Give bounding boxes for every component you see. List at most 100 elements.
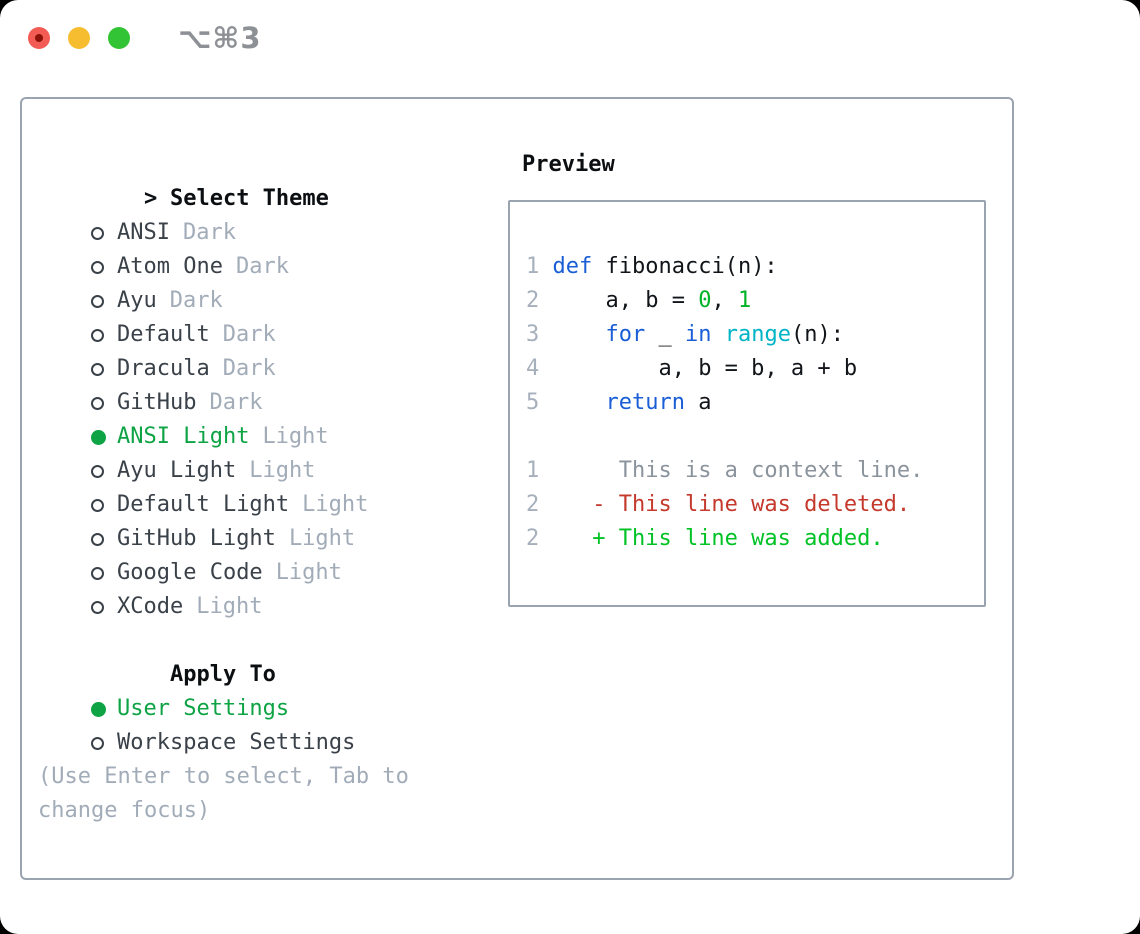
- code-line: 4 a, b = b, a + b: [526, 352, 984, 386]
- theme-option-variant: Dark: [222, 356, 276, 381]
- theme-option[interactable]: Ayu Light Light: [38, 420, 409, 483]
- theme-option-label: Ayu: [116, 288, 157, 313]
- theme-option-label: Atom One: [116, 254, 223, 279]
- cursor-marker: >: [143, 186, 158, 211]
- code-token: in: [684, 322, 712, 347]
- radio-gutter: [90, 522, 117, 556]
- radio-icon: [90, 261, 104, 274]
- theme-option-label: GitHub: [116, 390, 197, 415]
- code-token: [539, 390, 605, 415]
- code-token: fibonacci(n):: [592, 254, 778, 279]
- theme-option-label: Ayu Light: [116, 458, 237, 483]
- theme-option[interactable]: GitHub Dark: [38, 352, 409, 415]
- radio-icon: [90, 465, 104, 478]
- theme-option[interactable]: Dracula Dark: [38, 318, 409, 381]
- apply-to-header-row: Apply To: [38, 624, 409, 687]
- radio-icon: [90, 737, 104, 750]
- code-line: 3 for _ in range(n):: [526, 318, 984, 352]
- radio-gutter: [90, 420, 117, 454]
- radio-icon: [90, 329, 104, 342]
- line-number: 2: [526, 492, 540, 517]
- radio-gutter: [90, 488, 117, 522]
- radio-icon: [90, 397, 104, 410]
- line-number: 4: [526, 356, 540, 381]
- code-line: 1 This is a context line.: [526, 454, 984, 488]
- apply-to-list: User Settings Workspace Settings: [38, 658, 409, 755]
- code-line: 2 + This line was added.: [526, 522, 984, 556]
- radio-gutter: [90, 590, 117, 624]
- theme-option-variant: Light: [275, 560, 342, 585]
- radio-icon: [90, 702, 106, 717]
- code-token: [539, 322, 605, 347]
- radio-gutter: [90, 556, 117, 590]
- radio-gutter: [90, 726, 117, 760]
- apply-to-title: Apply To: [169, 662, 276, 687]
- code-token: This is a context line.: [539, 458, 924, 483]
- theme-option-variant: Light: [196, 594, 263, 619]
- radio-icon: [90, 295, 104, 308]
- code-line: 2 a, b = 0, 1: [526, 284, 984, 318]
- code-line: 5 return a: [526, 386, 984, 420]
- theme-option-variant: Dark: [235, 254, 289, 279]
- theme-list-header-row: > Select Theme: [38, 148, 409, 211]
- line-number: 5: [526, 390, 540, 415]
- code-token: [539, 254, 552, 279]
- radio-icon: [90, 227, 104, 240]
- radio-gutter: [90, 318, 117, 352]
- close-button[interactable]: [28, 27, 50, 49]
- preview-title: Preview: [522, 152, 615, 177]
- theme-option-variant: Light: [249, 458, 316, 483]
- theme-option-label: ANSI Light: [116, 424, 250, 449]
- theme-option[interactable]: Ayu Dark: [38, 250, 409, 313]
- code-token: a: [684, 390, 712, 415]
- code-token: 0: [698, 288, 712, 313]
- apply-to-option[interactable]: Workspace Settings: [38, 692, 409, 755]
- zoom-button[interactable]: [108, 27, 130, 49]
- window-title-shortcut: ⌥⌘3: [178, 21, 262, 55]
- radio-gutter: [90, 692, 117, 726]
- radio-gutter: [90, 352, 117, 386]
- theme-option[interactable]: Atom One Dark: [38, 216, 409, 279]
- theme-option-variant: Light: [288, 526, 356, 551]
- theme-list-title: Select Theme: [169, 186, 329, 211]
- theme-option-label: Default Light: [116, 492, 290, 517]
- radio-icon: [90, 601, 104, 614]
- apply-to-option-label: Workspace Settings: [116, 730, 356, 755]
- code-token: a, b =: [539, 288, 699, 313]
- code-token: - This line was deleted.: [539, 492, 911, 517]
- theme-option-variant: Dark: [209, 390, 263, 415]
- titlebar: ⌥⌘3: [28, 21, 262, 55]
- theme-option-label: Dracula: [116, 356, 210, 381]
- code-token: def: [552, 254, 593, 279]
- code-token: return: [605, 390, 685, 415]
- theme-option-label: Google Code: [116, 560, 263, 585]
- code-token: for: [605, 322, 646, 347]
- radio-icon: [90, 533, 104, 546]
- apply-to-option[interactable]: User Settings: [38, 658, 409, 721]
- radio-icon: [90, 363, 104, 376]
- code-token: 1: [737, 288, 752, 313]
- code-token: [711, 322, 724, 347]
- hint-line-1: (Use Enter to select, Tab to: [38, 764, 409, 789]
- radio-gutter: [90, 216, 117, 250]
- theme-option-variant: Dark: [222, 322, 276, 347]
- preview-column: Preview 1 def fibonacci(n): 2 a, b = 0, 1…: [500, 148, 986, 607]
- line-number: 2: [526, 288, 540, 313]
- code-token: a, b = b, a + b: [539, 356, 858, 381]
- theme-option[interactable]: Default Light Light: [38, 454, 409, 517]
- theme-option[interactable]: Google Code Light: [38, 522, 409, 585]
- code-line: 2 - This line was deleted.: [526, 488, 984, 522]
- minimize-button[interactable]: [68, 27, 90, 49]
- code-token: _: [645, 322, 685, 347]
